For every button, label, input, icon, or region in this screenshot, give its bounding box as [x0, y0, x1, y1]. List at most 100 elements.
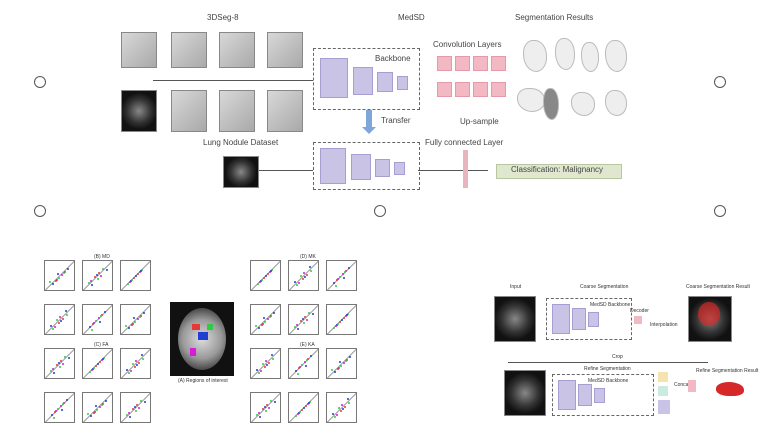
scatter-dot [308, 266, 311, 269]
scatter-dot [261, 408, 264, 411]
concat-block [688, 380, 696, 392]
coarse-block-2 [572, 308, 586, 330]
scatter-dot [301, 278, 304, 281]
scatter-dot [298, 282, 300, 284]
scatter-dot [134, 406, 136, 408]
scatter-dot [338, 321, 341, 324]
option-radio-3[interactable] [34, 205, 46, 217]
scatter-dot [271, 269, 273, 271]
scan-stack-3 [219, 32, 255, 68]
scatter-dot [101, 313, 104, 316]
scatter-dot [264, 406, 266, 408]
scatter-dot [306, 273, 309, 276]
option-radio-5[interactable] [714, 205, 726, 217]
scatter-dot [136, 403, 139, 406]
scatter-dot [262, 362, 265, 365]
scatter-dot [344, 405, 347, 408]
scatter-dot [136, 364, 138, 366]
fc-flow-line [418, 170, 488, 171]
scatter-plot [120, 392, 151, 423]
scatter-dot [62, 403, 64, 405]
input-label: Input [510, 284, 522, 290]
scatter-dot [134, 320, 137, 323]
right-title-1: (D) MK [300, 254, 316, 260]
scatter-dot [345, 314, 348, 317]
scatter-dot [304, 315, 307, 318]
scatter-dot [62, 317, 65, 320]
scatter-plot [82, 304, 113, 335]
scatter-dot [300, 274, 303, 277]
backbone-block-1 [320, 58, 348, 98]
conv-cell [455, 56, 470, 71]
scatter-dot [101, 358, 104, 361]
scatter-dot [343, 277, 345, 279]
medsd-diagram: 3DSeg-8 MedSD Segmentation Results Backb… [113, 10, 643, 190]
option-radio-1[interactable] [34, 76, 46, 88]
scatter-dot [142, 358, 144, 360]
organ-result [517, 88, 545, 112]
scatter-dot [51, 413, 54, 416]
scatter-dot [259, 415, 262, 418]
scatter-plot [44, 260, 75, 291]
scatter-dot [341, 273, 344, 276]
backbone-block-3 [377, 72, 393, 92]
scatter-dot [99, 360, 102, 363]
roi-caption: (A) Regions of interest [178, 378, 228, 384]
scatter-dot [297, 413, 299, 415]
scatter-dot [299, 320, 302, 323]
scatter-dot [54, 280, 57, 283]
scatter-dot [64, 310, 67, 313]
scan-stack-5 [121, 90, 157, 132]
scatter-plot [326, 304, 357, 335]
scatter-dot [256, 368, 259, 371]
scatter-dot [98, 271, 101, 274]
scatter-dot [136, 318, 139, 321]
interp-label: Interpolation [650, 322, 678, 328]
refine-input-stack [504, 370, 546, 416]
scatter-dot [90, 414, 93, 417]
scatter-dot [102, 402, 105, 405]
scatter-dot [89, 325, 92, 328]
scatter-dot [267, 407, 270, 410]
decoder-block [634, 316, 642, 324]
scatter-dot [263, 366, 266, 369]
scatter-dot [60, 359, 63, 362]
option-radio-4[interactable] [374, 205, 386, 217]
scatter-dot [301, 363, 304, 366]
scatter-dot [303, 407, 305, 409]
scan-stack-8 [267, 90, 303, 132]
coarse-block-1 [552, 304, 570, 334]
scatter-dot [342, 362, 345, 365]
scatter-dot [345, 360, 347, 362]
scatter-dot [268, 361, 271, 364]
classification-box [496, 164, 622, 179]
scatter-plot [288, 348, 319, 379]
scatter-dot [93, 322, 95, 324]
scatter-dot [126, 283, 129, 286]
scatter-dot [134, 360, 137, 363]
scatter-dot [308, 312, 310, 314]
scatter-dot [261, 278, 264, 281]
option-radio-2[interactable] [714, 76, 726, 88]
conv-label: Convolution Layers [433, 40, 502, 49]
scatter-dot [57, 322, 60, 325]
scatter-dot [338, 406, 341, 409]
scatter-dot [332, 412, 335, 415]
scan-stack-4 [267, 32, 303, 68]
scatter-dot [103, 357, 105, 359]
scatter-dot [258, 326, 261, 329]
scatter-dot [305, 319, 308, 322]
conv-cell [473, 56, 488, 71]
roi-blue [198, 332, 208, 340]
conv-cell [437, 82, 452, 97]
scatter-dot [52, 417, 55, 420]
scatter-dot [90, 280, 92, 282]
refine-block-2 [578, 384, 592, 406]
scatter-dot [104, 400, 107, 403]
scatter-dot [256, 283, 259, 286]
scatter-dot [56, 318, 59, 321]
results-label: Segmentation Results [515, 13, 594, 22]
scatter-dot [139, 270, 142, 273]
scatter-dot [294, 280, 297, 283]
backbone-frame-2 [313, 142, 420, 190]
